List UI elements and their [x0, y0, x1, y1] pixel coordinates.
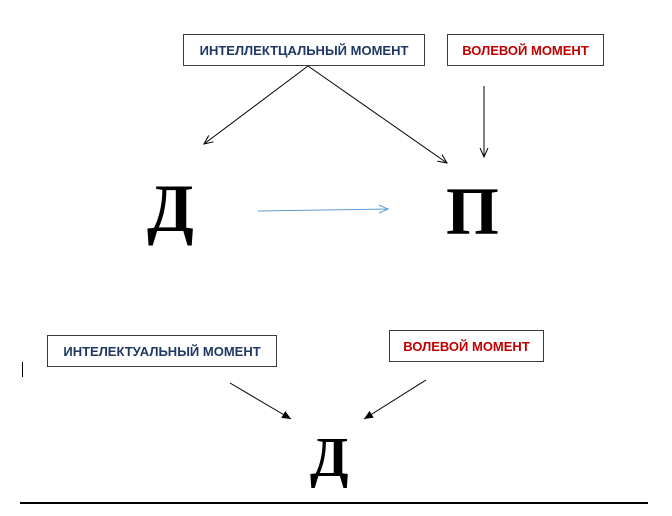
arrow-intellectual-to-d [204, 65, 309, 144]
bottom-volitional-moment-box: ВОЛЕВОЙ МОМЕНТ [389, 330, 544, 362]
top-letter-p: П [446, 173, 499, 249]
arrow-intellectual-to-p [307, 65, 447, 163]
arrow-bottom-intellectual-to-d [229, 382, 292, 420]
bottom-rule [20, 502, 648, 504]
top-intellectual-moment-box: ИНТЕЛЛЕКТЦАЛЬНЫЙ МОМЕНТ [183, 34, 425, 66]
arrow-d-to-p [257, 209, 388, 211]
bottom-intellectual-moment-box: ИНТЕЛЕКТУАЛЬНЫЙ МОМЕНТ [47, 335, 277, 367]
top-letter-d: Д [147, 170, 194, 246]
text-cursor [22, 362, 23, 377]
top-volitional-moment-box: ВОЛЕВОЙ МОМЕНТ [447, 34, 604, 66]
bottom-letter-d: Д [310, 427, 349, 489]
arrow-bottom-volitional-to-d [363, 379, 427, 420]
